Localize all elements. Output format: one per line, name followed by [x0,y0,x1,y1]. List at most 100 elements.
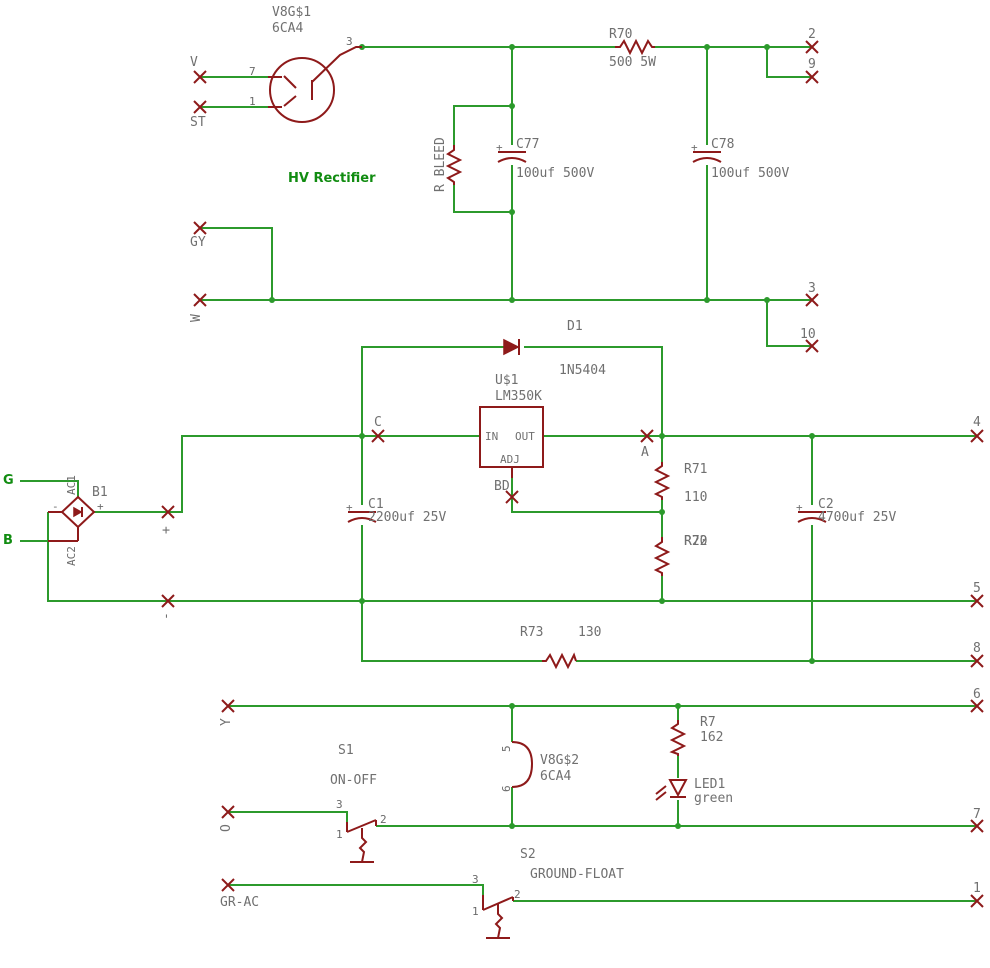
terminal-label-y: Y [219,718,234,726]
switch-s2: S2 GROUND-FLOAT 3 1 2 [472,847,624,939]
tube1-pin-7: 7 [249,65,256,78]
terminal-label-plus: + [159,526,174,534]
terminal-label-v: V [190,55,198,70]
r71-name: R71 [684,462,707,477]
s2-value: GROUND-FLOAT [530,867,624,882]
resistor-r70: R70 500 5W [609,27,656,70]
s2-pin-2: 2 [514,888,521,901]
tube1-pin-3: 3 [346,35,353,48]
s2-name: S2 [520,847,536,862]
u1-pin-in: IN [485,430,498,443]
b1-ac2: AC2 [65,546,78,566]
resistor-rbleed: R BLEED [433,137,463,192]
bridge-b1: B1 AC1 AC2 + - [48,475,108,566]
terminal-label-1: 1 [973,881,981,896]
c77-name: C77 [516,137,539,152]
led1: LED1 green [655,777,733,806]
tube1-name: V8G$1 [272,5,311,20]
c1-value: 2200uf 25V [368,510,446,525]
terminal-label-gy: GY [190,235,206,250]
terminal-labels: V ST GY W + - Y O GR-AC G B C A BD 2 9 3… [3,27,981,910]
b1-name: B1 [92,485,108,500]
terminal-label-7: 7 [973,807,981,822]
r72-name: R72 [684,534,707,549]
r71-value: 110 [684,490,707,505]
s1-pin-1: 1 [336,828,343,841]
led1-value: green [694,791,733,806]
terminal-label-9: 9 [808,57,816,72]
hv-wires [200,44,812,347]
terminal-label-5: 5 [973,581,981,596]
terminal-label-o: O [219,824,234,832]
regulator-u1: U$1 LM350K IN OUT ADJ [479,373,544,478]
c2-name: C2 [818,497,834,512]
s2-pin-1: 1 [472,905,479,918]
capacitor-c1: + C1 2200uf 25V [346,497,446,525]
r70-name: R70 [609,27,632,42]
net-label-b: B [3,533,13,548]
r73-name: R73 [520,625,543,640]
s1-value: ON-OFF [330,773,377,788]
diode-d1: D1 1N5404 [503,319,606,378]
resistor-r71: R71 110 [653,462,707,505]
svg-text:+: + [796,501,803,514]
svg-text:+: + [691,141,698,154]
r70-value: 500 5W [609,55,656,70]
terminal-label-3: 3 [808,281,816,296]
b1-minus: - [52,500,59,513]
c77-value: 100uf 500V [516,166,594,181]
tube1-value: 6CA4 [272,21,303,36]
r7-value: 162 [700,730,723,745]
d1-name: D1 [567,319,583,334]
s1-pin-3: 3 [336,798,343,811]
capacitor-c77: + C77 100uf 500V [496,137,594,181]
s1-name: S1 [338,743,354,758]
terminal-markers [161,40,984,908]
resistor-r72: R72 R20 [653,534,707,576]
c78-name: C78 [711,137,734,152]
capacitor-c78: + C78 100uf 500V [691,137,789,181]
test-point-c: C [374,415,382,430]
net-label-g: G [3,473,14,488]
terminal-label-minus: - [159,612,174,620]
u1-pin-adj: ADJ [500,453,520,466]
rbleed-name: R BLEED [433,137,448,192]
b1-ac1: AC1 [65,475,78,495]
svg-text:+: + [346,501,353,514]
u1-value: LM350K [495,389,542,404]
resistor-r73: R73 130 [520,625,601,670]
test-point-a: A [641,445,649,460]
svg-text:+: + [496,141,503,154]
tube1-pin-1: 1 [249,95,256,108]
terminal-label-6: 6 [973,687,981,702]
c1-name: C1 [368,497,384,512]
terminal-label-10: 10 [800,327,816,342]
s1-pin-2: 2 [380,813,387,826]
b1-plus: + [97,500,104,513]
resistor-r7: R7 162 [669,715,723,756]
r7-name: R7 [700,715,716,730]
switch-s1: S1 ON-OFF 3 1 2 [330,743,387,863]
tube2-value: 6CA4 [540,769,571,784]
capacitor-c2: + C2 4700uf 25V [796,497,896,525]
c2-value: 4700uf 25V [818,510,896,525]
tube2-name: V8G$2 [540,753,579,768]
u1-name: U$1 [495,373,518,388]
tube-v8g2: 5 6 V8G$2 6CA4 [500,741,579,792]
tube2-pin-5: 5 [500,745,513,752]
d1-value: 1N5404 [559,363,606,378]
tube2-pin-6: 6 [500,785,513,792]
tube-v8g1: V8G$1 6CA4 7 1 3 [249,5,362,123]
terminal-label-2: 2 [808,27,816,42]
terminal-label-4: 4 [973,415,981,430]
led1-name: LED1 [694,777,725,792]
r72-value: R20 [684,534,707,549]
u1-pin-out: OUT [515,430,535,443]
s2-pin-3: 3 [472,873,479,886]
test-point-bd: BD [494,479,510,494]
terminal-label-8: 8 [973,641,981,656]
terminal-label-w: W [189,314,204,322]
terminal-label-st: ST [190,115,206,130]
page-title: HV Rectifier [288,171,376,186]
